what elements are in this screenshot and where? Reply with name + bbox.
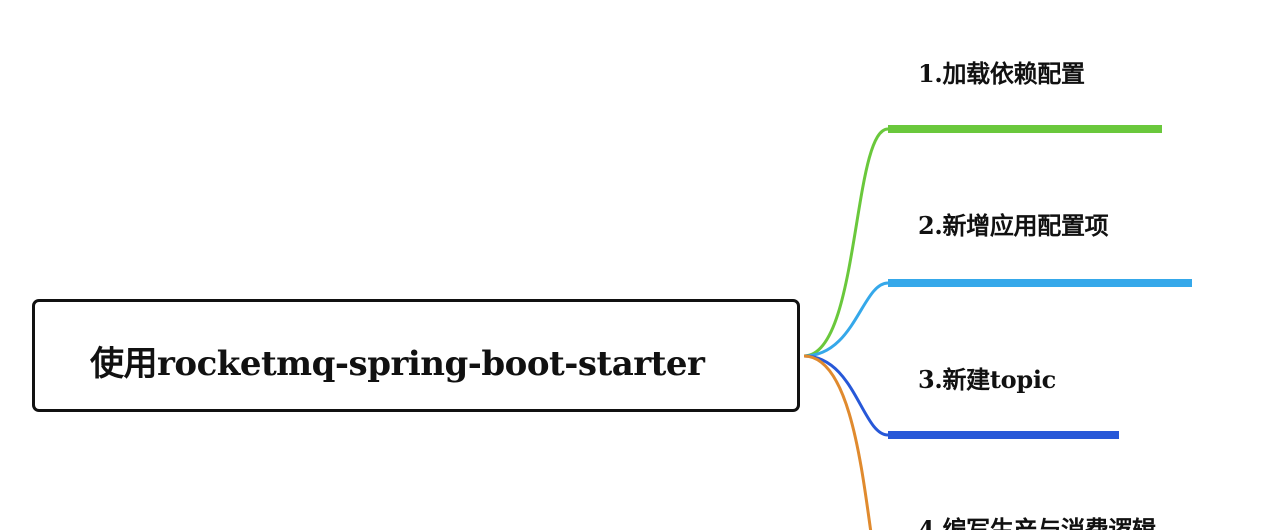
root-topic-label: 使用rocketmq-spring-boot-starter [90, 344, 705, 384]
branch-label-4[interactable]: 4.编写生产与消费逻辑 [918, 515, 1156, 530]
branch-connector-2 [803, 281, 889, 358]
branch-connector-1 [803, 127, 889, 358]
branch-label-1[interactable]: 1.加载依赖配置 [918, 59, 1085, 88]
branch-underline-2[interactable] [888, 279, 1192, 287]
root-topic-node[interactable]: 使用rocketmq-spring-boot-starter [32, 299, 800, 412]
branch-underline-1[interactable] [888, 125, 1162, 133]
branch-label-2[interactable]: 2.新增应用配置项 [918, 211, 1109, 240]
branch-label-3[interactable]: 3.新建topic [918, 365, 1056, 394]
branch-connector-4 [803, 354, 873, 530]
branch-underline-3[interactable] [888, 431, 1119, 439]
branch-connector-3 [803, 354, 889, 437]
